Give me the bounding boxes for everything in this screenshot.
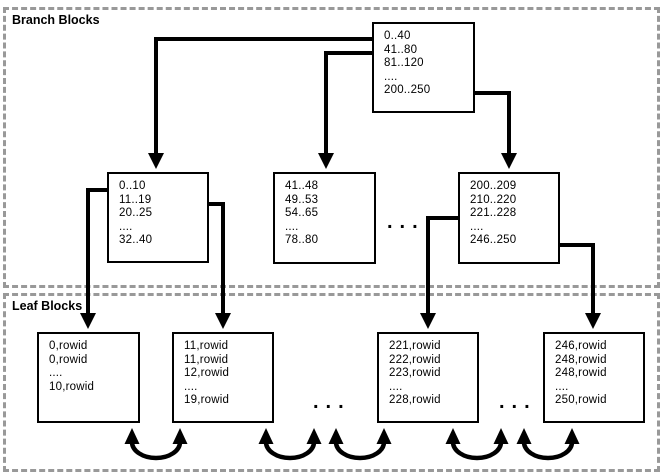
block-line: 200..209 [470, 180, 517, 192]
block-line: .... [555, 380, 569, 393]
block-line: .... [389, 380, 403, 393]
leaf-link-arrow-3 [328, 428, 392, 461]
branch-row-ellipsis: ... [387, 211, 425, 233]
block-line: 41..80 [384, 43, 418, 56]
block-line: 250,rowid [555, 394, 607, 406]
block-line: 200..250 [384, 84, 431, 96]
block-line: .... [470, 220, 484, 233]
block-line: 0,rowid [49, 353, 88, 366]
root-branch-block: 0..40 41..80 81..120 .... 200..250 [372, 22, 475, 113]
block-line: 11,rowid [184, 353, 229, 366]
arrowhead-up-icon [124, 428, 140, 444]
leaf-block-1: 0,rowid 0,rowid .... 10,rowid [37, 332, 140, 423]
leaf-block-3: 221,rowid 222,rowid 223,rowid .... 228,r… [377, 332, 479, 423]
leaf-block-2: 11,rowid 11,rowid 12,rowid .... 19,rowid [172, 332, 274, 423]
leaf-row-ellipsis-left: ... [313, 391, 351, 413]
block-line: .... [184, 380, 198, 393]
connector-root-to-left-branch [148, 37, 372, 169]
arrowhead-down-icon [215, 313, 231, 329]
arrowhead-up-icon [376, 428, 392, 444]
block-line: 41..48 [285, 180, 319, 192]
block-line: 12,rowid [184, 367, 230, 379]
block-line: 49..53 [285, 193, 319, 206]
arrowhead-up-icon [445, 428, 461, 444]
arrowhead-down-icon [148, 153, 164, 169]
block-line: .... [285, 220, 299, 233]
block-line: 19,rowid [184, 394, 230, 406]
leaf-row-ellipsis-right: ... [499, 391, 537, 413]
connector-left-branch-to-leaf-1 [80, 188, 107, 329]
block-line: 248,rowid [555, 353, 607, 366]
block-line: 221..228 [470, 207, 517, 219]
leaf-link-arrow-5 [516, 428, 580, 461]
leaf-blocks-label: Leaf Blocks [12, 299, 83, 313]
branch-blocks-label: Branch Blocks [12, 13, 100, 27]
branch-blocks-section-frame [3, 7, 660, 288]
arrowhead-down-icon [420, 313, 436, 329]
leaf-link-arrow-4 [445, 428, 509, 461]
arrowhead-up-icon [493, 428, 509, 444]
connector-right-branch-to-leaf-4 [560, 243, 601, 329]
block-line: 78..80 [285, 234, 319, 246]
arrowhead-up-icon [258, 428, 274, 444]
connector-root-to-right-branch [475, 91, 517, 169]
block-line: 11,rowid [184, 340, 229, 352]
connector-left-branch-to-leaf-2 [209, 202, 231, 329]
connector-root-to-middle-branch [318, 51, 372, 169]
arrowhead-up-icon [328, 428, 344, 444]
branch-block-middle: 41..48 49..53 54..65 .... 78..80 [273, 172, 376, 264]
arrowhead-up-icon [306, 428, 322, 444]
connector-right-branch-to-leaf-3 [420, 216, 458, 329]
arrowhead-up-icon [564, 428, 580, 444]
block-line: 54..65 [285, 207, 319, 219]
block-line: 0,rowid [49, 340, 88, 352]
block-line: 11..19 [119, 193, 152, 206]
arrowhead-down-icon [501, 153, 517, 169]
arrowhead-up-icon [516, 428, 532, 444]
block-line: 81..120 [384, 57, 424, 69]
block-line: 10,rowid [49, 380, 95, 393]
block-line: 246..250 [470, 234, 517, 246]
block-line: 248,rowid [555, 367, 607, 379]
arrowhead-up-icon [172, 428, 188, 444]
block-line: .... [119, 220, 133, 233]
block-line: .... [49, 367, 63, 379]
arrowhead-down-icon [80, 313, 96, 329]
block-line: 32..40 [119, 234, 153, 246]
leaf-link-arrow-1 [124, 428, 188, 461]
arrowhead-down-icon [585, 313, 601, 329]
block-line: 228,rowid [389, 394, 441, 406]
leaf-blocks-section-frame [3, 293, 660, 472]
block-line: 210..220 [470, 193, 517, 206]
branch-block-left: 0..10 11..19 20..25 .... 32..40 [107, 172, 209, 263]
block-line: 0..10 [119, 180, 146, 192]
block-line: 0..40 [384, 30, 411, 42]
block-line: 20..25 [119, 207, 153, 219]
block-line: 223,rowid [389, 367, 441, 379]
block-line: 222,rowid [389, 353, 441, 366]
leaf-link-arrow-2 [258, 428, 322, 461]
block-line: 221,rowid [389, 340, 441, 352]
leaf-block-4: 246,rowid 248,rowid 248,rowid .... 250,r… [543, 332, 645, 423]
arrowhead-down-icon [318, 153, 334, 169]
branch-block-right: 200..209 210..220 221..228 .... 246..250 [458, 172, 560, 264]
block-line: .... [384, 70, 398, 83]
block-line: 246,rowid [555, 340, 607, 352]
